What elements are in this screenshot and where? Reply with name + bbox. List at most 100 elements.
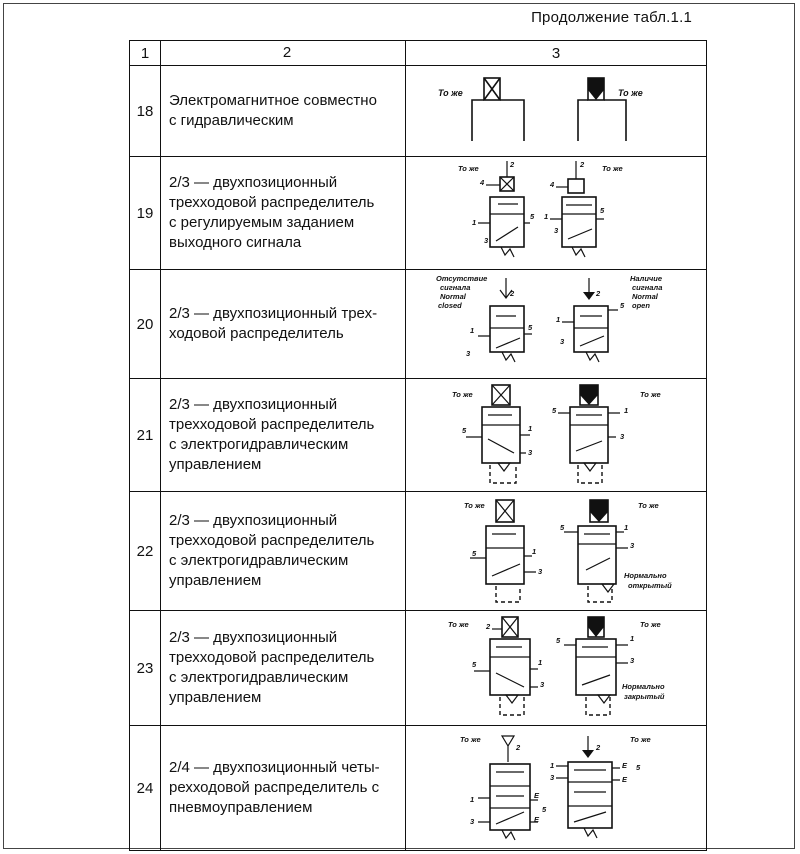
svg-text:2: 2: [595, 743, 601, 752]
svg-text:1: 1: [538, 658, 542, 667]
svg-text:1: 1: [624, 523, 628, 532]
svg-text:5: 5: [528, 323, 533, 332]
svg-text:5: 5: [560, 523, 565, 532]
svg-text:То же: То же: [448, 620, 469, 629]
svg-text:3: 3: [620, 432, 625, 441]
svg-text:2: 2: [595, 289, 601, 298]
table-caption: Продолжение табл.1.1: [531, 9, 692, 26]
row-number: 20: [129, 269, 161, 379]
svg-text:1: 1: [624, 406, 628, 415]
valve-diagram-20: Отсутствие сигнала Normal closed Наличие…: [436, 274, 662, 363]
row-diagram: Отсутствие сигнала Normal closed Наличие…: [405, 269, 707, 379]
row-number: 19: [129, 156, 161, 270]
spec-table: 1 2 3 18 Электромагнитное совместно с ги…: [129, 40, 707, 851]
svg-text:1: 1: [528, 424, 532, 433]
row-number: 22: [129, 491, 161, 611]
svg-text:То же: То же: [464, 501, 485, 510]
header-col-2: 2: [160, 40, 406, 66]
header-col-1: 1: [129, 40, 161, 66]
svg-text:То же: То же: [630, 735, 651, 744]
svg-text:То же: То же: [458, 164, 479, 173]
row-description: 2/3 — двухпозиционный трех- ходовой расп…: [160, 269, 406, 379]
row-number: 18: [129, 65, 161, 157]
row-diagram: То же То же 5 1 3 5: [405, 491, 707, 611]
table-row: 23 2/3 — двухпозиционный трехходовой рас…: [129, 610, 707, 726]
svg-text:2: 2: [515, 743, 521, 752]
row-description: 2/3 — двухпозиционный трехходовой распре…: [160, 491, 406, 611]
svg-text:1: 1: [630, 634, 634, 643]
svg-text:3: 3: [560, 337, 565, 346]
row-number: 21: [129, 378, 161, 492]
svg-text:closed: closed: [438, 301, 462, 310]
svg-text:закрытый: закрытый: [624, 692, 665, 701]
svg-text:3: 3: [540, 680, 545, 689]
table-row: 21 2/3 — двухпозиционный трехходовой рас…: [129, 378, 707, 492]
table-header-row: 1 2 3: [129, 40, 707, 66]
row-number: 23: [129, 610, 161, 726]
svg-text:E: E: [622, 761, 628, 770]
label-right: То же: [618, 88, 643, 98]
svg-text:5: 5: [472, 660, 477, 669]
row-diagram: То же То же 5 1 3: [405, 378, 707, 492]
svg-text:5: 5: [552, 406, 557, 415]
label-left: То же: [438, 88, 463, 98]
svg-text:1: 1: [550, 761, 554, 770]
valve-diagram-19: То же То же 2 4 1 5 3 2: [458, 160, 623, 258]
svg-text:3: 3: [466, 349, 471, 358]
svg-text:3: 3: [630, 541, 635, 550]
row-description: 2/3 — двухпозиционный трехходовой распре…: [160, 610, 406, 726]
valve-diagram-22: То же То же 5 1 3 5: [464, 499, 672, 603]
svg-text:открытый: открытый: [628, 581, 672, 590]
svg-text:5: 5: [636, 763, 641, 772]
svg-text:Наличие: Наличие: [630, 274, 662, 283]
svg-text:То же: То же: [460, 735, 481, 744]
svg-text:E: E: [534, 791, 540, 800]
svg-text:5: 5: [600, 206, 605, 215]
svg-text:3: 3: [554, 226, 559, 235]
svg-text:5: 5: [472, 549, 477, 558]
svg-text:5: 5: [556, 636, 561, 645]
svg-text:сигнала: сигнала: [632, 283, 662, 292]
header-col-3: 3: [405, 40, 707, 66]
row-description: 2/4 — двухпозиционный четы- рехходовой р…: [160, 725, 406, 851]
row-diagram: То же То же 2 5 1 3: [405, 610, 707, 726]
svg-text:3: 3: [538, 567, 543, 576]
svg-text:3: 3: [528, 448, 533, 457]
svg-text:open: open: [632, 301, 650, 310]
svg-text:1: 1: [532, 547, 536, 556]
svg-text:3: 3: [484, 236, 489, 245]
svg-text:2: 2: [509, 160, 515, 169]
svg-text:1: 1: [470, 326, 474, 335]
svg-text:То же: То же: [602, 164, 623, 173]
svg-text:5: 5: [542, 805, 547, 814]
row-description: 2/3 — двухпозиционный трехходовой распре…: [160, 378, 406, 492]
svg-text:1: 1: [556, 315, 560, 324]
table-row: 24 2/4 — двухпозиционный четы- рехходово…: [129, 725, 707, 851]
svg-text:E: E: [534, 815, 540, 824]
svg-text:E: E: [622, 775, 628, 784]
row-description: 2/3 — двухпозиционный трехходовой распре…: [160, 156, 406, 270]
valve-diagram-18: То же То же: [438, 77, 643, 141]
svg-text:5: 5: [462, 426, 467, 435]
row-diagram: То же То же: [405, 65, 707, 157]
svg-text:4: 4: [479, 178, 485, 187]
svg-text:1: 1: [544, 212, 548, 221]
svg-text:Нормально: Нормально: [622, 682, 665, 691]
valve-diagram-23: То же То же 2 5 1 3: [448, 616, 665, 716]
svg-text:2: 2: [509, 289, 515, 298]
svg-text:То же: То же: [640, 390, 661, 399]
svg-text:То же: То же: [640, 620, 661, 629]
row-number: 24: [129, 725, 161, 851]
table-row: 22 2/3 — двухпозиционный трехходовой рас…: [129, 491, 707, 611]
svg-text:2: 2: [485, 622, 491, 631]
valve-diagram-24: То же То же 2 1 3 5 E E 2: [460, 735, 651, 841]
svg-text:Отсутствие: Отсутствие: [436, 274, 487, 283]
row-description: Электромагнитное совместно с гидравличес…: [160, 65, 406, 157]
svg-text:Normal: Normal: [632, 292, 659, 301]
svg-text:3: 3: [550, 773, 555, 782]
table-row: 18 Электромагнитное совместно с гидравли…: [129, 65, 707, 157]
valve-diagram-21: То же То же 5 1 3: [452, 384, 661, 484]
row-diagram: То же То же 2 4 1 5 3 2: [405, 156, 707, 270]
svg-text:5: 5: [620, 301, 625, 310]
svg-text:4: 4: [549, 180, 555, 189]
